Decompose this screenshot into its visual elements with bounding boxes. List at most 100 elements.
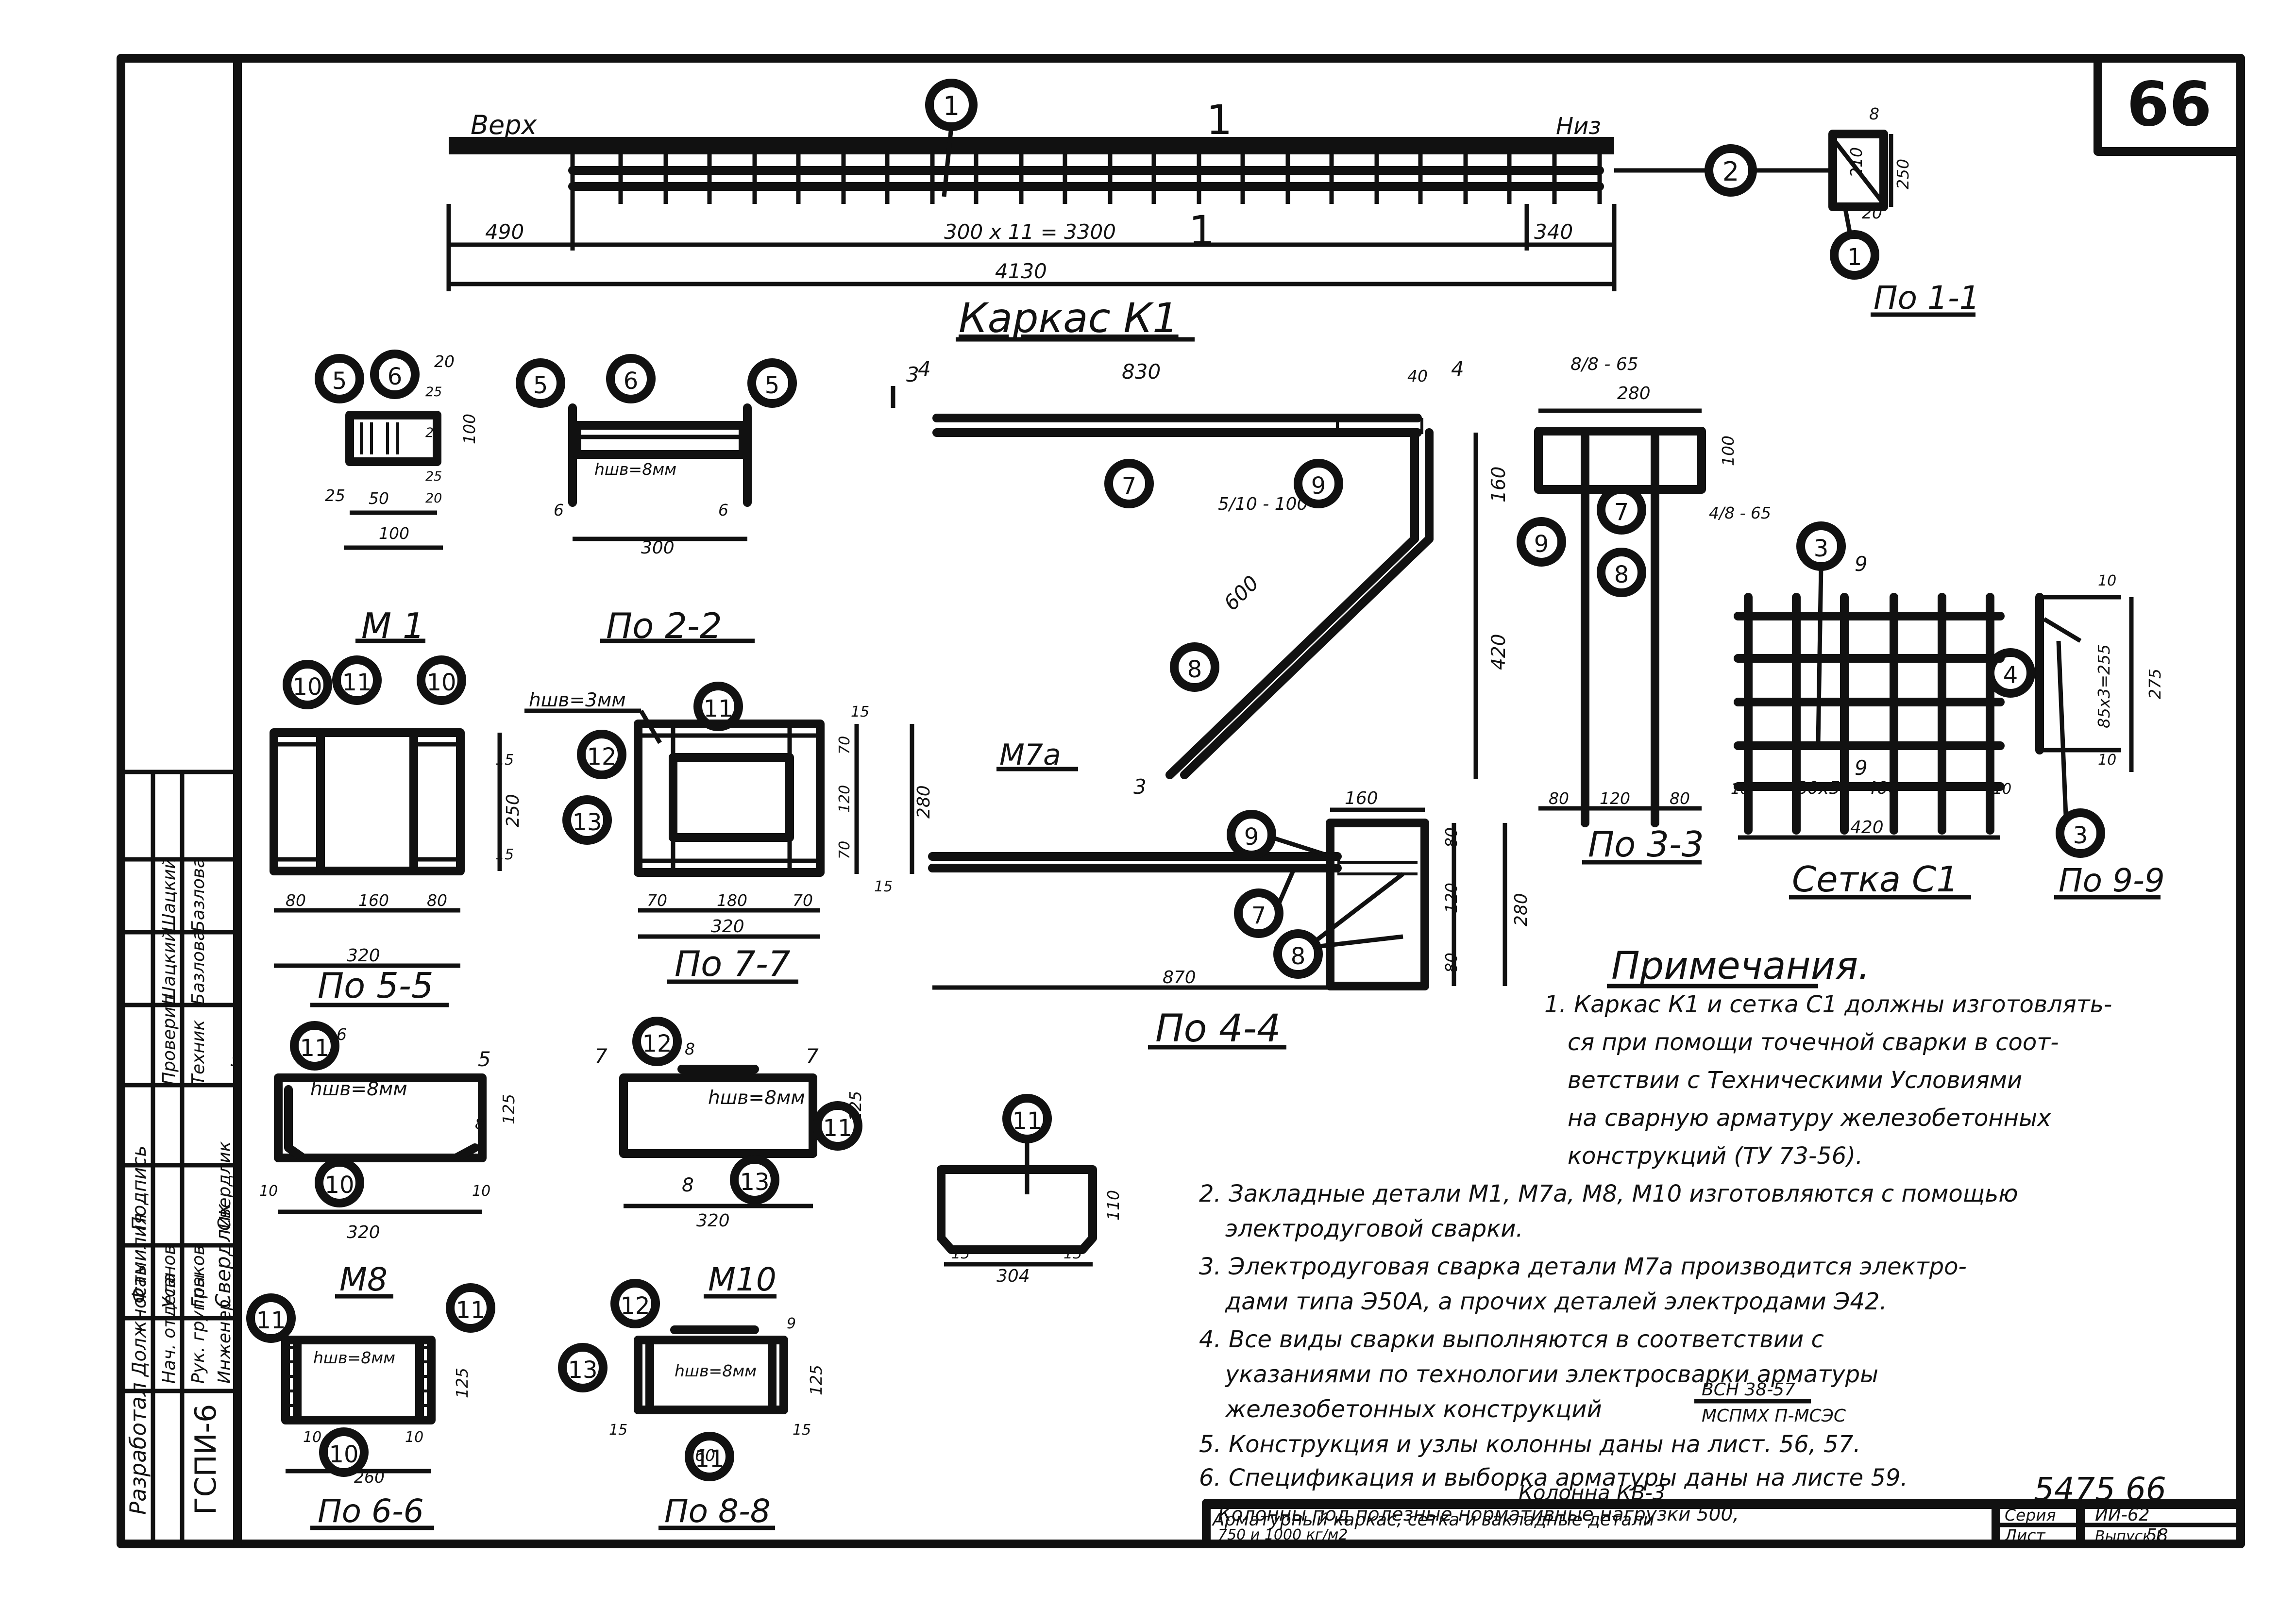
cage-dim-left: 490 (485, 220, 524, 244)
m8-dim-10-right: 10 (405, 1429, 423, 1446)
notes-line-6: 2. Закладные детали М1, М7а, М8, М10 изг… (1199, 1180, 2018, 1207)
m8-weld: hшв=8мм (313, 1348, 395, 1367)
m1-dim-1: 25 (425, 385, 442, 400)
s11-dim-small: 20 (1862, 203, 1882, 222)
m1-dim-2: 20 (425, 425, 442, 440)
title-project-line-1: Колонны под полезные нормативные нагрузк… (1218, 1504, 1739, 1525)
notes-line-2: ся при помощи точечной сварки в соот- (1568, 1029, 2059, 1056)
sidebar-row-3-signature: Свердлик (215, 1141, 235, 1231)
svg-text:10: 10 (426, 669, 456, 696)
c1-dim-9-top: 9 (1855, 552, 1868, 576)
s44-title: По 4-4 (1155, 1007, 1281, 1051)
s33-dim-120: 120 (1600, 789, 1630, 808)
cage-dim-middle: 300 x 11 = 3300 (944, 220, 1116, 244)
m10-dim-15-left: 15 (609, 1422, 627, 1439)
title-sheet-value: 58 (2146, 1525, 2168, 1545)
sidebar-row-1-position: Нач. отдела (159, 1273, 179, 1384)
svg-text:11: 11 (1012, 1107, 1042, 1135)
s11-title: По 1-1 (1874, 279, 1980, 317)
title-project-line-2: 750 и 1000 кг/м2 (1218, 1526, 1348, 1543)
svg-text:11: 11 (256, 1307, 286, 1334)
s77-dim-320: 320 (711, 917, 744, 937)
notes-line-11: указаниями по технологии электросварки а… (1224, 1361, 1878, 1388)
cage-k1: Верх Низ 1 1 1 490 300 (446, 79, 1617, 342)
cage-section-mark-bottom: 1 (1189, 207, 1215, 254)
m7-dim-420: 420 (1488, 634, 1510, 670)
s77-dim-70-bottom: 70 (836, 841, 853, 859)
svg-text:7: 7 (1251, 902, 1266, 929)
m8sec-dim-5-left: 5 (230, 1047, 243, 1071)
m10sec-dim-7-right: 7 (806, 1044, 819, 1068)
s44-dim-160: 160 (1345, 788, 1378, 808)
svg-text:11: 11 (703, 695, 733, 722)
m7a-detail: 3 830 40 4 4 7 9 5/10 - 100 600 8 160 42… (891, 354, 1638, 799)
m8-section-5: 5 5 11 6 hшв=8мм 125 8 10 10 10 320 (230, 1021, 518, 1242)
m10-weld: hшв=8мм (675, 1361, 757, 1380)
s77-title: По 7-7 (675, 943, 791, 984)
s55-dim-80-right: 80 (427, 891, 447, 910)
sidebar-org: ГСПИ-6 (189, 1404, 223, 1515)
section-1-1: 2 8 210 20 250 1 По 1-1 (1614, 104, 1980, 317)
title-issue-label: Выпуск I (2095, 1528, 2161, 1545)
notes-line-12: железобетонных конструкций (1225, 1396, 1602, 1423)
s77-dim-15-bottom: 15 (874, 878, 893, 895)
m10-section-7: 7 7 12 8 hшв=8мм 11 125 8 13 320 (594, 1017, 865, 1231)
mesh-c1: 3 9 9 10 80x5 = 400 10 420 Сетка С1 (1731, 521, 2011, 900)
s44-dim-120: 120 (1442, 883, 1461, 913)
m10-section-title: По 8-8 (664, 1492, 771, 1530)
m7-title: М7а (999, 738, 1061, 772)
s44-dim-280: 280 (1511, 893, 1531, 926)
m7-dim-section-3-bottom: 3 (1133, 775, 1147, 799)
m10-dim-125: 125 (807, 1365, 826, 1395)
s77-dim-70-right: 70 (793, 891, 813, 910)
s77-weld: hшв=3мм (529, 689, 626, 711)
plate-11: 11 110 15 304 15 (937, 1094, 1123, 1286)
m7-dim-600: 600 (1219, 571, 1263, 615)
svg-text:9: 9 (1534, 531, 1549, 558)
s55-dim-320: 320 (347, 946, 380, 966)
m8-title: М8 (339, 1261, 388, 1298)
svg-text:11: 11 (342, 669, 371, 696)
m8-dim-10-left: 10 (303, 1429, 321, 1446)
s77-dim-120: 120 (836, 785, 853, 813)
s99-dim-10-bottom: 10 (2098, 752, 2116, 769)
svg-text:11: 11 (823, 1115, 852, 1142)
s11-dim-top: 8 (1869, 104, 1879, 123)
cage-bottom-label: Низ (1556, 113, 1601, 140)
s33-dim-weld: 4/8 - 65 (1709, 503, 1771, 522)
m8-detail: М8 11 11 hшв=8мм 125 10 10 260 10 По 6-6 (246, 1261, 495, 1530)
sidebar-row-5-signature: Базлова (188, 857, 208, 932)
s55-dim-15-top: 15 (495, 752, 514, 769)
svg-text:10: 10 (324, 1172, 354, 1199)
svg-text:10: 10 (292, 673, 322, 701)
svg-text:13: 13 (572, 809, 602, 836)
s55-title: По 5-5 (318, 965, 434, 1006)
c1-dim-400: 80x5 = 400 (1796, 778, 1899, 798)
s22-dim-width: 300 (641, 538, 675, 558)
section-7-7: hшв=3мм 11 12 13 15 70 120 70 15 280 70 … (524, 682, 934, 984)
svg-text:9: 9 (1311, 472, 1326, 500)
c1-dim-10-right: 10 (1993, 781, 2011, 798)
s22-dim-right: 6 (718, 501, 728, 519)
s33-dim-80-left: 80 (1549, 789, 1569, 808)
svg-text:9: 9 (1244, 823, 1259, 851)
notes-line-3: ветствии с Техническими Условиями (1568, 1067, 2022, 1094)
svg-text:11: 11 (300, 1035, 329, 1062)
svg-text:13: 13 (740, 1169, 769, 1196)
m7-dim-weld-top: 8/8 - 65 (1570, 354, 1638, 374)
notes-block: Примечания. 1. Каркас К1 и сетка С1 долж… (1199, 944, 2112, 1491)
title-series-value: ИИ-62 (2095, 1505, 2150, 1525)
notes-ref-bottom: МСПМХ П-МСЭС (1702, 1406, 1846, 1426)
m8sec-dim-10-right: 10 (472, 1183, 490, 1200)
m1-dim-0: 20 (434, 352, 455, 371)
cage-section-mark-top: 1 (1206, 96, 1232, 144)
m1-dim-3: 100 (460, 414, 479, 444)
svg-text:11: 11 (456, 1297, 485, 1324)
section-3-3: 280 100 4/8 - 65 9 7 8 80 120 80 По 3-3 (1517, 384, 1771, 865)
p11-dim-110: 110 (1104, 1190, 1123, 1221)
s11-dim-height: 250 (1893, 159, 1912, 189)
s77-dim-180: 180 (717, 891, 747, 910)
s55-dim-250: 250 (503, 794, 523, 827)
notes-heading: Примечания. (1611, 944, 1870, 988)
